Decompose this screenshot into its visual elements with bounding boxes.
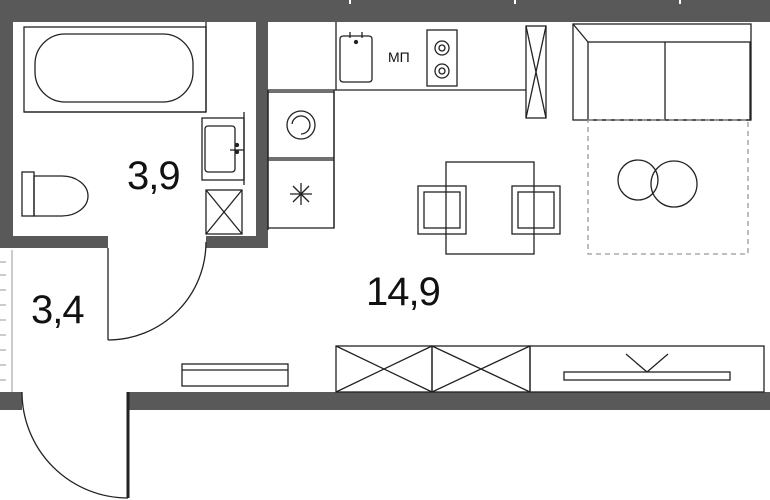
toilet	[21, 171, 89, 217]
kitchen-mp-label: МП	[388, 49, 410, 65]
wall-partition	[256, 22, 268, 248]
cooktop	[426, 29, 458, 87]
sofa	[572, 23, 752, 121]
wall-left	[0, 0, 13, 248]
wall-top	[0, 0, 770, 22]
wall-bath-bottom-right	[206, 236, 268, 248]
bottom-cabinets	[335, 345, 765, 393]
kitchen-sink	[339, 32, 373, 83]
dining-table	[417, 161, 561, 255]
walls	[0, 0, 770, 410]
bathtub	[23, 26, 207, 113]
radiator	[181, 363, 289, 387]
wall-bottom-main	[128, 392, 770, 410]
hallway-area-label: 3,4	[31, 288, 85, 332]
wall-bath-bottom-left	[0, 236, 108, 248]
tv	[563, 353, 731, 381]
hallway-left-edge	[0, 250, 13, 392]
washing-machine	[267, 91, 335, 159]
fridge	[267, 159, 335, 229]
ventilation-shaft	[205, 189, 243, 235]
entrance-door	[21, 391, 130, 499]
top-wall-ticks	[349, 0, 681, 4]
bathroom-door	[107, 241, 207, 341]
bathroom-area-label: 3,9	[127, 154, 181, 198]
coffee-tables	[617, 159, 698, 208]
wall-bottom-left	[0, 392, 22, 410]
bathroom-sink	[201, 117, 245, 181]
tall-cabinet	[525, 25, 547, 119]
living-area-label: 14,9	[366, 270, 441, 314]
rug-outline	[587, 119, 749, 255]
